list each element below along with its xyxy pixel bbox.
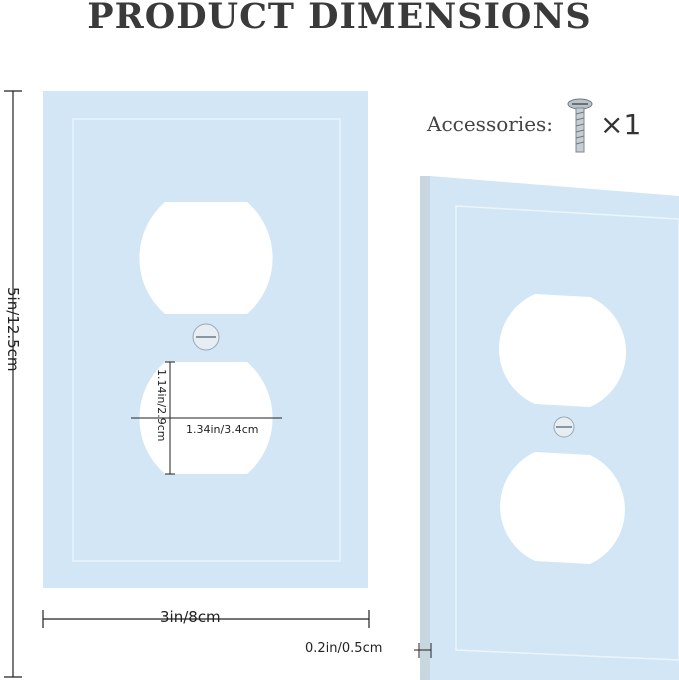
side-plate-bevel	[455, 205, 679, 661]
accessories-label: Accessories:	[427, 112, 554, 136]
side-plate-edge	[420, 176, 430, 680]
side-wall-plate	[420, 176, 679, 680]
outlet-height-label: 1.14in/2.9cm	[155, 369, 168, 442]
side-outlet-bottom	[500, 452, 625, 564]
side-outlet-top	[498, 294, 627, 407]
width-dimension-line	[42, 610, 370, 628]
front-outlet-top	[139, 202, 273, 314]
front-screw	[192, 323, 220, 351]
page-title: PRODUCT DIMENSIONS	[87, 0, 592, 37]
width-label: 3in/8cm	[160, 608, 221, 626]
thickness-label: 0.2in/0.5cm	[305, 641, 383, 656]
side-screw	[553, 416, 575, 438]
front-wall-plate	[43, 91, 368, 588]
thickness-dimension-line	[414, 643, 432, 658]
front-plate-bevel	[72, 118, 341, 562]
accessories-count: ×1	[600, 108, 642, 141]
outlet-width-label: 1.34in/3.4cm	[186, 423, 259, 436]
height-dimension-line	[4, 90, 22, 678]
height-label: 5in/12.5cm	[4, 287, 22, 372]
screw-icon	[567, 98, 593, 153]
